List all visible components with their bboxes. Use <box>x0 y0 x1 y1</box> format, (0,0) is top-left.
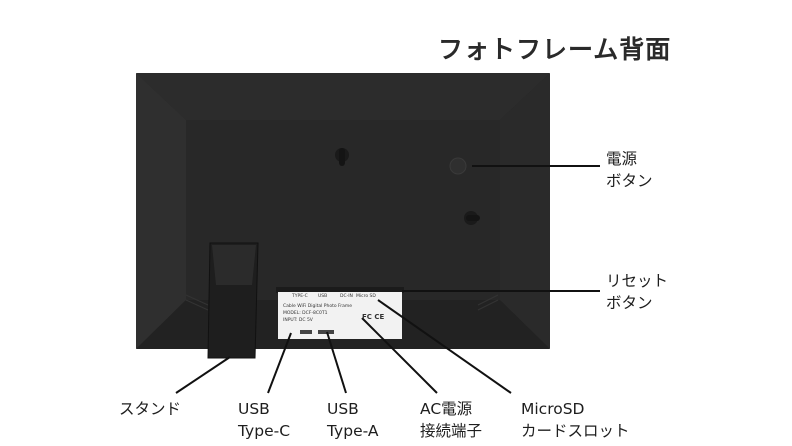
leader-lines <box>175 165 600 394</box>
callout-stand: スタンド <box>119 398 181 420</box>
callout-usb-type-c-line2: Type-C <box>238 422 291 440</box>
callout-ac-power-line2: 接続端子 <box>420 422 483 440</box>
frame-bevel-right <box>500 73 550 349</box>
speaker-vent-right <box>477 294 499 311</box>
callout-reset-button-line1: リセット <box>606 272 669 290</box>
callout-reset-button: リセット ボタン <box>606 270 668 314</box>
wall-mount-slot <box>339 148 345 166</box>
sticker-line-input: INPUT: DC 5V <box>283 318 313 323</box>
port-strip <box>276 287 404 293</box>
wall-mount-slot <box>466 215 480 221</box>
frame-bevel <box>136 73 550 120</box>
callout-usb-type-a-line1: USB <box>327 400 359 418</box>
callout-microsd-line1: MicroSD <box>521 400 585 418</box>
callout-usb-type-a: USB Type-A <box>327 398 378 442</box>
callout-power-button-line2: ボタン <box>606 172 653 190</box>
callout-power-button: 電源 ボタン <box>606 148 653 192</box>
sticker-port-label-microsd: Micro SD <box>356 294 376 299</box>
frame-bevel-left <box>136 73 186 349</box>
port-usb-c <box>300 330 312 334</box>
callout-stand-line1: スタンド <box>119 400 182 418</box>
sticker-port-label-usb: USB <box>318 294 328 299</box>
stand-hinge <box>212 245 256 285</box>
callout-ac-power-line1: AC電源 <box>420 400 473 418</box>
callout-usb-type-a-line2: Type-A <box>327 422 379 440</box>
sticker-port-label-typec: TYPE-C <box>292 294 308 299</box>
port-usb-a <box>318 330 334 334</box>
sticker-line-product: Cable WiFi Digital Photo Frame <box>283 304 353 309</box>
callout-microsd: MicroSD カードスロット <box>521 398 630 442</box>
power-button[interactable] <box>449 157 467 175</box>
sticker-port-label-dcin: DC-IN <box>340 294 353 299</box>
sticker-cert-marks: FC CE <box>362 313 385 321</box>
speaker-vent-left <box>185 294 209 311</box>
sticker-line-model: MODEL: DCF-8C0T1 <box>283 311 328 316</box>
label-sticker <box>278 292 402 339</box>
callout-power-button-line1: 電源 <box>606 150 638 168</box>
callout-usb-type-c: USB Type-C <box>238 398 290 442</box>
callout-reset-button-line2: ボタン <box>606 294 653 312</box>
callout-usb-type-c-line1: USB <box>238 400 270 418</box>
page-title: フォトフレーム背面 <box>438 35 672 64</box>
callout-ac-power: AC電源 接続端子 <box>420 398 482 442</box>
callout-microsd-line2: カードスロット <box>521 422 630 440</box>
